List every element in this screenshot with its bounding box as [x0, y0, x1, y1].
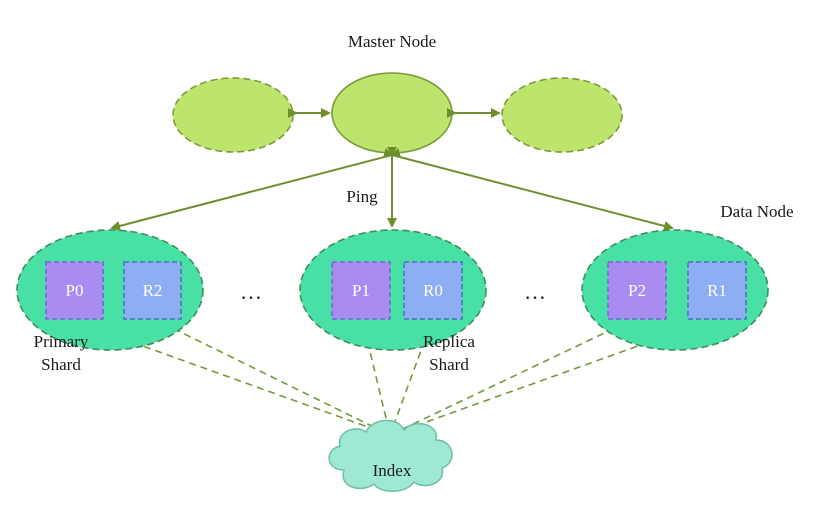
link-p2-index	[389, 317, 637, 436]
ellipsis-right: …	[524, 279, 548, 304]
link-r2-index	[151, 317, 391, 436]
replica-shard-label-line2: Shard	[429, 355, 469, 374]
shard-box-primary	[45, 261, 104, 320]
ping-label: Ping	[346, 187, 378, 206]
data-node-1: P0 R2	[16, 229, 204, 351]
ping-arrow-left	[110, 148, 402, 231]
shard-label: P0	[66, 281, 84, 300]
link-p0-index	[64, 317, 391, 436]
shard-label: R0	[423, 281, 443, 300]
shard-label: R1	[707, 281, 727, 300]
index-label: Index	[373, 461, 412, 480]
ping-arrow-right	[382, 148, 674, 231]
index-cloud: Index	[328, 419, 453, 492]
data-node-2: P1 R0	[299, 229, 487, 351]
ellipsis-left: …	[240, 279, 264, 304]
link-r0-index	[389, 317, 434, 436]
shard-index-links	[64, 317, 717, 436]
shard-label: R2	[143, 281, 163, 300]
primary-shard-label-line2: Shard	[41, 355, 81, 374]
master-eligible-node-left	[172, 77, 294, 153]
master-eligible-node-right	[501, 77, 623, 153]
shard-box-replica	[123, 261, 182, 320]
link-r1-index	[389, 317, 717, 436]
data-node-label: Data Node	[720, 202, 793, 221]
link-p1-index	[361, 317, 391, 436]
shard-box-replica	[403, 261, 463, 320]
primary-shard-label-line1: Primary	[34, 332, 89, 351]
master-node	[331, 72, 453, 154]
master-node-label: Master Node	[348, 32, 436, 51]
shard-box-primary	[607, 261, 667, 320]
replica-shard-label-line1: Replica	[423, 332, 475, 351]
shard-box-replica	[687, 261, 747, 320]
shard-label: P2	[628, 281, 646, 300]
data-node-3: P2 R1	[581, 229, 769, 351]
shard-box-primary	[331, 261, 391, 320]
shard-label: P1	[352, 281, 370, 300]
